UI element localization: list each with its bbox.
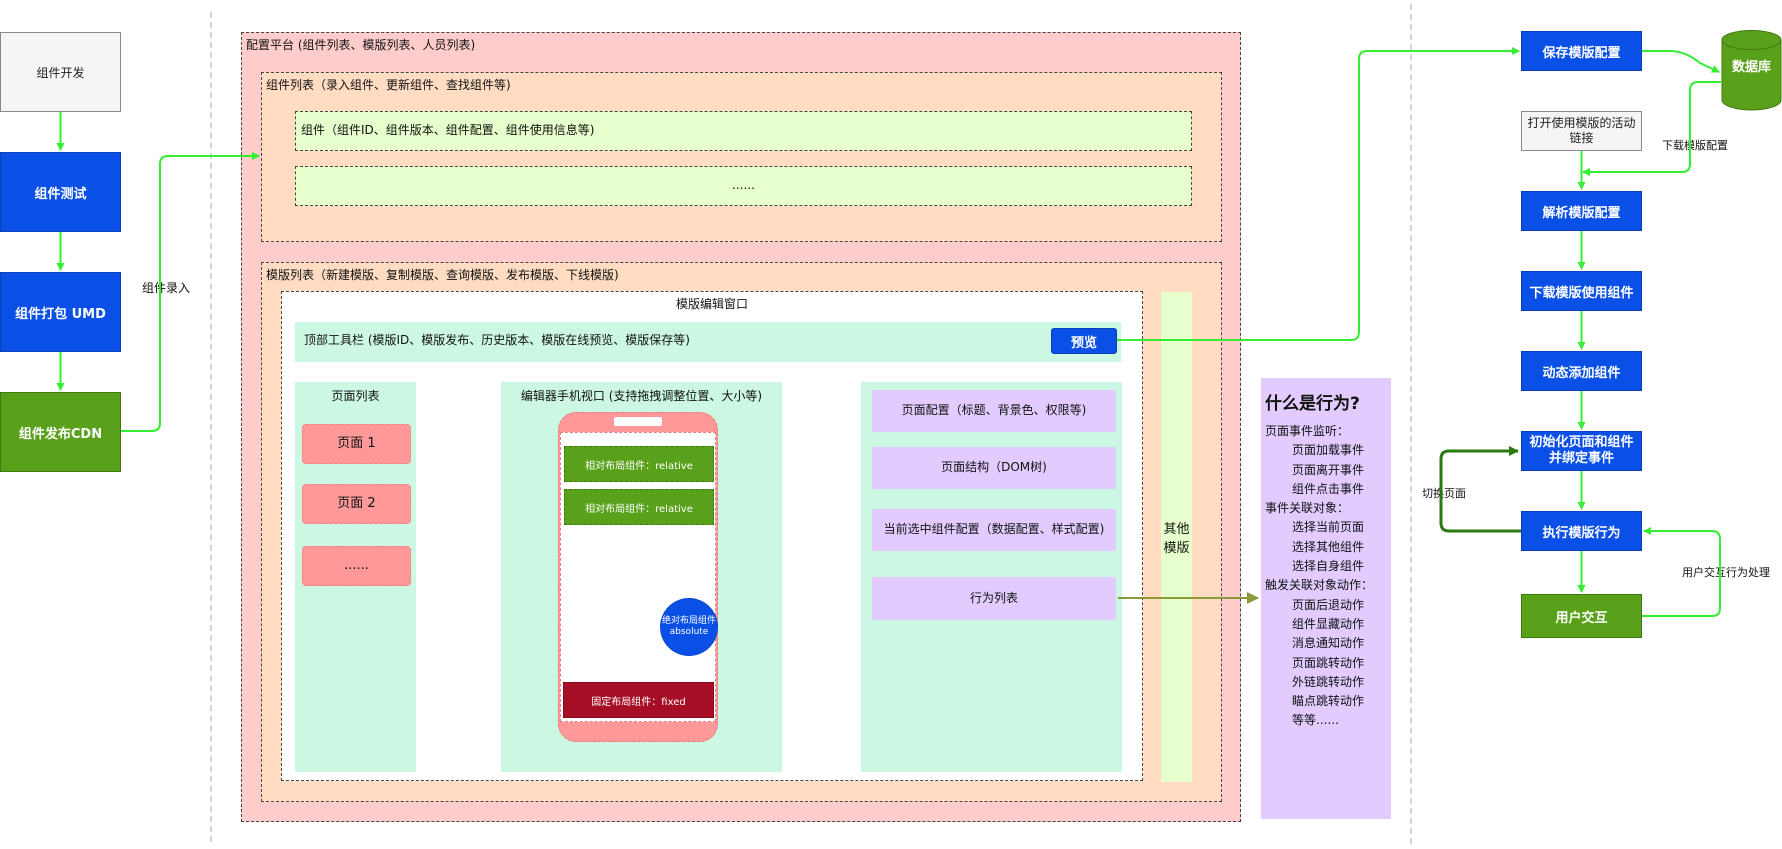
init-page-box: 初始化页面和组件 并绑定事件	[1521, 431, 1642, 471]
behavior-line: 瞄点跳转动作	[1292, 694, 1365, 709]
page-list-title-text: 页面列表	[331, 389, 380, 403]
execute-behavior-box: 执行模版行为	[1521, 511, 1642, 551]
behavior-line: 组件显藏动作	[1292, 616, 1365, 631]
config-platform-title: 配置平台 (组件列表、模版列表、人员列表)	[246, 38, 476, 52]
separator-right	[1410, 4, 1412, 844]
other-templates-label-2: 模版	[1163, 541, 1190, 556]
behavior-title: 什么是行为?	[1265, 394, 1360, 414]
arrow-save-to-database	[1642, 50, 1720, 73]
download-components-box: 下载模版使用组件	[1521, 271, 1642, 311]
template-editor-title: 模版编辑窗口	[281, 297, 1143, 313]
save-template-config-box: 保存模版配置	[1521, 31, 1642, 71]
arrow-execute-to-init	[1439, 446, 1521, 533]
arrow-database-to-parse	[1582, 81, 1721, 176]
top-toolbar	[295, 322, 1121, 362]
behavior-line: 选择其他组件	[1292, 539, 1365, 554]
init-page-label-1: 初始化页面和组件	[1529, 435, 1634, 451]
page-config-item[interactable]: 页面配置（标题、背景色、权限等)	[872, 390, 1116, 432]
behavior-line: 页面离开事件	[1292, 462, 1365, 477]
absolute-component-label-2: absolute	[669, 627, 709, 637]
phone-viewport-title-text: 编辑器手机视口 (支持拖拽调整位置、大小等)	[520, 389, 763, 403]
component-publish-box: 组件发布CDN	[0, 392, 121, 472]
page-item[interactable]: 页面 1	[302, 424, 411, 464]
template-list-title: 模版列表（新建模版、复制模版、查询模版、发布模版、下线模版)	[266, 268, 619, 282]
absolute-component-label-1: 绝对布局组件	[661, 616, 716, 627]
relative-component[interactable]: 相对布局组件：relative	[564, 489, 714, 525]
behavior-panel	[1261, 378, 1391, 819]
component-dev-box: 组件开发	[0, 32, 121, 112]
fixed-component-label: 固定布局组件：fixed	[591, 696, 686, 708]
page-item-label: 页面 2	[337, 495, 376, 511]
behavior-line: 页面事件监听：	[1265, 424, 1350, 438]
user-handling-label: 用户交互行为处理	[1682, 566, 1770, 579]
page-config-label: 页面配置（标题、背景色、权限等)	[901, 403, 1087, 418]
page-item-label: 页面 1	[337, 435, 376, 451]
component-item: 组件（组件ID、组件版本、组件配置、组件使用信息等)	[295, 111, 1192, 151]
component-test-box: 组件测试	[0, 152, 121, 232]
behavior-line: 选择自身组件	[1292, 559, 1365, 574]
top-toolbar-label: 顶部工具栏 (模版ID、模版发布、历史版本、模版在线预览、模版保存等)	[304, 333, 690, 347]
phone-speaker	[614, 417, 662, 426]
component-list	[261, 72, 1222, 242]
component-item-label: 组件（组件ID、组件版本、组件配置、组件使用信息等)	[301, 123, 595, 138]
behavior-line: 事件关联对象：	[1265, 501, 1350, 516]
component-list-title: 组件列表（录入组件、更新组件、查找组件等)	[266, 78, 511, 92]
parse-template-config-box: 解析模版配置	[1521, 191, 1642, 231]
behavior-list-item[interactable]: 行为列表	[872, 577, 1116, 620]
behavior-line: 消息通知动作	[1292, 636, 1365, 651]
page-item-more-label: ......	[344, 557, 369, 573]
behavior-line: 页面加载事件	[1292, 443, 1365, 458]
behavior-line: 页面后退动作	[1292, 597, 1365, 612]
page-structure-label: 页面结构（DOM树)	[941, 460, 1047, 475]
behavior-line: 组件点击事件	[1292, 481, 1365, 496]
separator-left	[210, 12, 212, 842]
behavior-line: 等等......	[1292, 713, 1339, 728]
database-icon	[1721, 30, 1782, 111]
page-list-title: 页面列表	[295, 389, 416, 405]
behavior-list-label: 行为列表	[969, 590, 1018, 605]
component-entry-label: 组件录入	[142, 281, 191, 295]
preview-button[interactable]: 预览	[1051, 328, 1117, 354]
open-template-link-box: 打开使用模版的活动 链接	[1521, 111, 1642, 151]
selected-component-config-item[interactable]: 当前选中组件配置（数据配置、样式配置)	[872, 509, 1116, 551]
relative-component-label: 相对布局组件：relative	[585, 460, 693, 472]
open-link-label-1: 打开使用模版的活动	[1527, 116, 1636, 130]
absolute-component[interactable]: 绝对布局组件 absolute	[660, 598, 718, 656]
component-item-more-label: ......	[732, 178, 755, 193]
database-label-text: 数据库	[1731, 60, 1771, 75]
page-item[interactable]: 页面 2	[302, 484, 411, 524]
user-interaction-box: 用户交互	[1521, 594, 1642, 638]
behavior-line: 外链跳转动作	[1292, 674, 1365, 689]
other-templates-label-1: 其他	[1163, 522, 1190, 537]
page-item-more[interactable]: ......	[302, 546, 411, 586]
page-structure-item[interactable]: 页面结构（DOM树)	[872, 447, 1116, 489]
phone-viewport-title: 编辑器手机视口 (支持拖拽调整位置、大小等)	[501, 389, 782, 405]
add-components-box: 动态添加组件	[1521, 351, 1642, 391]
template-editor-title-text: 模版编辑窗口	[675, 297, 748, 311]
arrow-preview-to-save	[1117, 47, 1520, 341]
arrow-user-to-execute	[1642, 527, 1721, 617]
arrow-publish-to-component-list	[121, 152, 260, 432]
database-label: 数据库	[1721, 56, 1782, 75]
relative-component[interactable]: 相对布局组件：relative	[564, 446, 714, 482]
behavior-lines: 页面事件监听： 页面加载事件 页面离开事件 组件点击事件 事件关联对象： 选择当…	[1265, 422, 1389, 731]
init-page-label-2: 并绑定事件	[1548, 451, 1614, 466]
behavior-line: 选择当前页面	[1292, 520, 1365, 535]
switch-page-label: 切换页面	[1422, 487, 1466, 500]
component-item-more: ......	[295, 166, 1192, 206]
download-config-label: 下载模版配置	[1662, 139, 1728, 152]
component-package-box: 组件打包 UMD	[0, 272, 121, 352]
relative-component-label: 相对布局组件：relative	[585, 503, 693, 515]
fixed-component[interactable]: 固定布局组件：fixed	[563, 682, 714, 718]
behavior-line: 页面跳转动作	[1292, 655, 1365, 670]
other-templates: 其他 模版	[1161, 292, 1192, 782]
open-link-label-2: 链接	[1569, 131, 1594, 145]
selected-component-config-label: 当前选中组件配置（数据配置、样式配置)	[883, 522, 1105, 537]
behavior-line: 触发关联对象动作：	[1265, 578, 1374, 593]
